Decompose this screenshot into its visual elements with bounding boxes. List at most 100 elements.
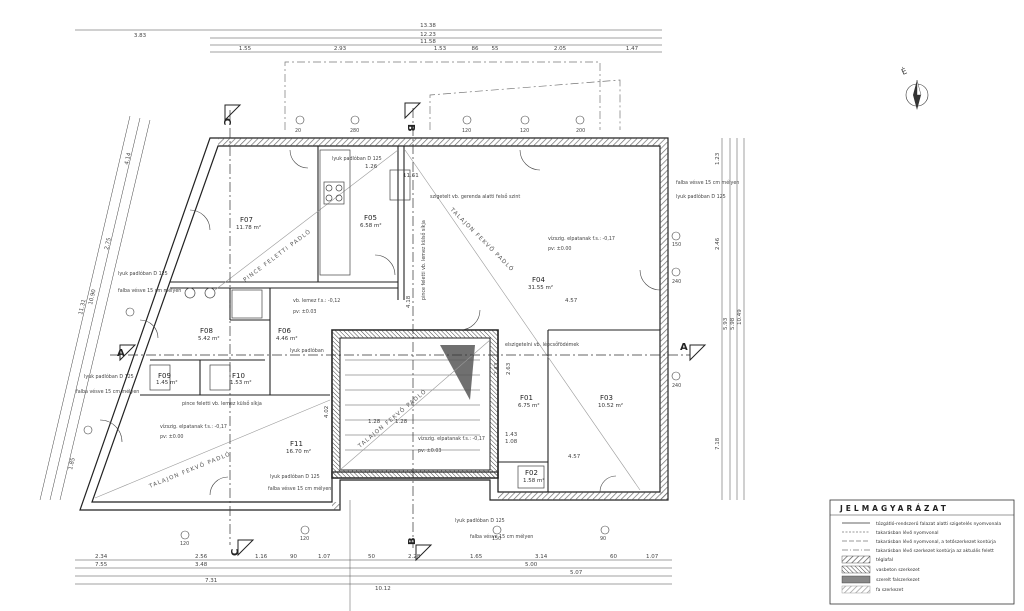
compass-label: É bbox=[899, 65, 908, 77]
window-mark: 20 bbox=[295, 128, 301, 134]
level-mark: pv: ±0.00 bbox=[548, 246, 571, 252]
legend-item: takarásban lévő nyomvonal, a tetőszerkez… bbox=[876, 538, 996, 545]
dim-bottom: 2.34 bbox=[95, 554, 108, 560]
level-mark: vízszig. elpatanak f.s.: -0,17 bbox=[548, 235, 615, 242]
dim-bottom: 90 bbox=[290, 554, 297, 560]
room-area: 4.46 m² bbox=[276, 335, 298, 342]
dim-top-third: 11.58 bbox=[420, 39, 436, 45]
dim-bottom: 5.00 bbox=[525, 562, 538, 568]
dim-right: 7.18 bbox=[715, 437, 721, 450]
stair-core bbox=[331, 329, 499, 479]
dim-right: 5.93 bbox=[723, 317, 729, 330]
dim-inner: 11.61 bbox=[403, 173, 419, 179]
dim-top-seg: 2.05 bbox=[554, 46, 567, 52]
dim-inner: 4.57 bbox=[565, 298, 578, 304]
note: lyuk padlóban D 125 bbox=[84, 373, 134, 380]
dim-bottom: 10.12 bbox=[375, 586, 391, 592]
level-mark: vb. lemez f.s.: -0,12 bbox=[293, 298, 340, 304]
level-mark: pv: ±0.03 bbox=[293, 309, 316, 315]
dim-right: 2.46 bbox=[715, 237, 721, 250]
dim-top-seg: 1.47 bbox=[626, 46, 639, 52]
window-mark: 200 bbox=[576, 128, 585, 134]
level-mark: vízszig. elpatanak f.s.: -0,17 bbox=[418, 435, 485, 442]
slab-label: TALAJON FEKVŐ PADLÓ bbox=[448, 206, 516, 274]
note: pince feletti vb. lemez külső síkja bbox=[420, 220, 427, 300]
section-label: C bbox=[221, 118, 232, 125]
dim-top-seg: 2.93 bbox=[334, 46, 347, 52]
window-mark: 150 bbox=[492, 536, 501, 542]
note: lyuk padlóban bbox=[290, 347, 324, 354]
dim-right: 10.49 bbox=[737, 309, 743, 325]
slab-diagonals bbox=[94, 149, 641, 499]
room-area: 6.75 m² bbox=[518, 402, 540, 409]
room-area: 5.42 m² bbox=[198, 335, 220, 342]
note: lyuk padlóban D 125 bbox=[676, 193, 726, 200]
room-code: F04 bbox=[532, 276, 545, 284]
room-code: F05 bbox=[364, 214, 377, 222]
section-lines bbox=[110, 108, 690, 548]
note: lyuk padlóban D 125 bbox=[270, 473, 320, 480]
section-label: C bbox=[230, 549, 241, 556]
room-area: 10.52 m² bbox=[598, 402, 623, 409]
legend-item: vasbeton szerkezet bbox=[876, 567, 920, 573]
dim-bottom: 7.55 bbox=[95, 562, 108, 568]
dimension-lines bbox=[39, 29, 745, 585]
note: falba vésve 15 cm mélyen bbox=[470, 533, 533, 540]
window-mark: 120 bbox=[462, 128, 471, 134]
legend-item: szerelt falszerkezet bbox=[876, 577, 920, 583]
slab-label: PINCE FELETTI PADLÓ bbox=[242, 228, 313, 284]
window-mark: 120 bbox=[300, 536, 309, 542]
dim-top-overall: 13.38 bbox=[420, 23, 436, 29]
legend-title: JELMAGYARÁZAT bbox=[839, 504, 949, 513]
dim-bottom: 2.28 bbox=[408, 554, 421, 560]
legend-item: téglafal bbox=[876, 556, 893, 563]
dim-bottom: 1.16 bbox=[255, 554, 268, 560]
dim-bottom: 3.48 bbox=[195, 562, 208, 568]
room-area: 6.58 m² bbox=[360, 222, 382, 229]
legend-item: takarásban lévő nyomvonal bbox=[876, 529, 938, 536]
note: falba vésve 15 cm mélyen bbox=[676, 179, 739, 186]
room-code: F01 bbox=[520, 394, 533, 402]
dim-inner: 1.28 bbox=[368, 419, 381, 425]
room-area: 1.45 m² bbox=[156, 379, 178, 386]
door-swings bbox=[99, 149, 661, 496]
window-mark: 280 bbox=[350, 128, 359, 134]
window-mark: 120 bbox=[180, 541, 189, 547]
dim-right: 1.23 bbox=[715, 152, 721, 165]
dim-inner: 2.43 bbox=[494, 362, 500, 375]
dim-bottom: 60 bbox=[610, 554, 617, 560]
room-code: F11 bbox=[290, 440, 303, 448]
dim-bottom: 1.07 bbox=[318, 554, 331, 560]
dim-bottom: 3.14 bbox=[535, 554, 548, 560]
compass-icon bbox=[905, 79, 929, 110]
window-markers bbox=[83, 115, 681, 540]
dim-bottom: 7.31 bbox=[205, 578, 217, 584]
window-mark: 150 bbox=[672, 242, 681, 248]
fixtures bbox=[149, 149, 545, 489]
wall-hatching bbox=[218, 138, 668, 510]
dim-inner: 4.02 bbox=[324, 406, 330, 418]
dim-inner: 2.63 bbox=[506, 362, 512, 375]
roof-outline bbox=[284, 61, 621, 130]
note: falba vésve 15 cm mélyen bbox=[118, 287, 181, 294]
note: szigetelt vb. gerenda alatti felső szint bbox=[430, 194, 520, 200]
room-code: F09 bbox=[158, 372, 171, 380]
room-area: 1.58 m² bbox=[523, 477, 545, 484]
dim-top-left-offset: 3.83 bbox=[134, 33, 147, 39]
legend bbox=[829, 499, 1015, 605]
interior-walls bbox=[140, 146, 660, 492]
note: elszigetelni vb. lépcsőfödémek bbox=[505, 341, 579, 348]
dim-left: 4.14 bbox=[124, 152, 133, 166]
dim-left: 10.90 bbox=[88, 288, 98, 305]
dim-top-second: 12.23 bbox=[420, 32, 436, 38]
dim-inner: 4.18 bbox=[406, 295, 412, 308]
dim-top-seg: 1.55 bbox=[239, 46, 252, 52]
dim-right: 5.98 bbox=[730, 317, 736, 330]
dim-left: 11.31 bbox=[78, 299, 87, 316]
note: lyuk padlóban D 125 bbox=[118, 270, 168, 277]
dim-bottom: 50 bbox=[368, 554, 375, 560]
dim-left: 1.85 bbox=[68, 457, 77, 471]
room-area: 16.70 m² bbox=[286, 448, 311, 455]
room-area: 31.55 m² bbox=[528, 284, 553, 291]
dim-inner: 1.26 bbox=[365, 164, 378, 170]
